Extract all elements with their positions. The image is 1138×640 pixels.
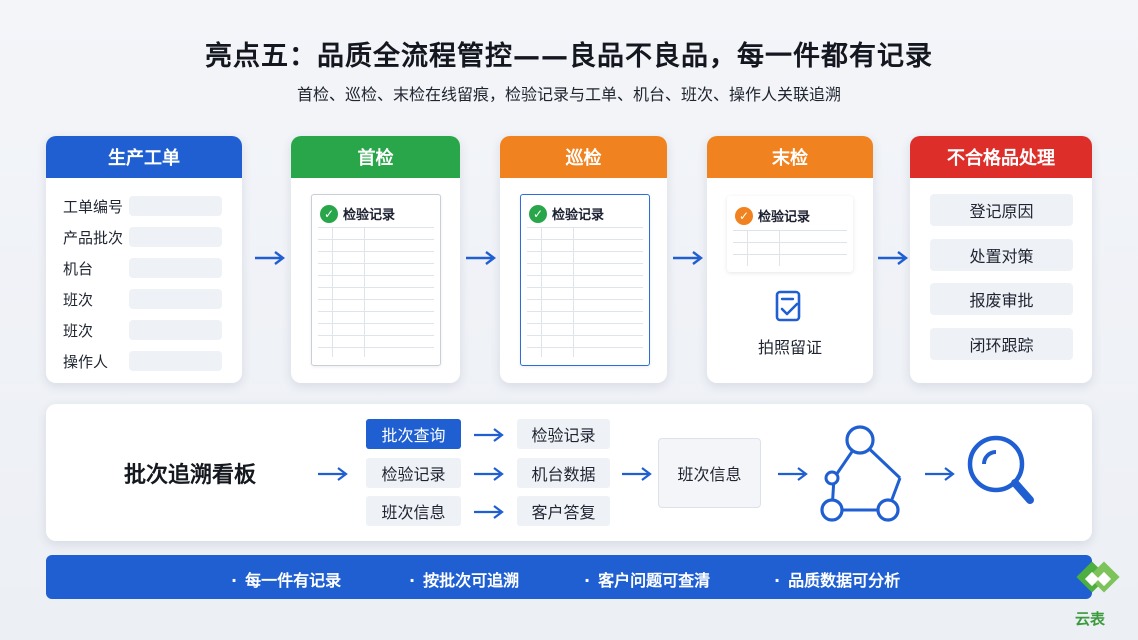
field-row: 工单编号 <box>63 195 222 217</box>
batch-query-tab[interactable]: 批次查询 <box>366 419 461 449</box>
arrow-right-icon <box>474 428 504 442</box>
disposal-measure-button[interactable]: 处置对策 <box>930 239 1073 271</box>
page-subtitle: 首检、巡检、末检在线留痕，检验记录与工单、机台、班次、操作人关联追溯 <box>296 85 841 104</box>
closed-loop-tracking-button[interactable]: 闭环跟踪 <box>930 328 1073 360</box>
arrow-right-icon <box>318 467 348 481</box>
arrow-right-icon <box>778 467 808 481</box>
field-input[interactable] <box>129 227 222 247</box>
traceability-board: 批次追溯看板 批次查询 检验记录 班次信息 检验记录 机台数据 客户答复 班次信… <box>46 404 1092 541</box>
arrow-right-icon <box>255 251 285 265</box>
field-input[interactable] <box>129 196 222 216</box>
field-row: 产品批次 <box>63 226 222 248</box>
final-inspection-header: 末检 <box>707 136 873 178</box>
check-icon: ✓ <box>529 204 547 223</box>
summary-item: ·按批次可追溯 <box>409 571 520 590</box>
register-reason-button[interactable]: 登记原因 <box>930 194 1073 226</box>
form-table <box>733 230 847 266</box>
field-label: 机台 <box>63 259 94 278</box>
field-input[interactable] <box>129 320 222 340</box>
patrol-inspection-card: 巡检 ✓ 检验记录 <box>500 136 667 383</box>
field-row: 班次 <box>63 319 222 341</box>
field-input[interactable] <box>129 289 222 309</box>
form-table <box>527 227 643 357</box>
arrow-right-icon <box>474 467 504 481</box>
field-input[interactable] <box>129 258 222 278</box>
check-icon: ✓ <box>320 204 338 223</box>
inspection-record-form[interactable]: ✓ 检验记录 <box>311 194 441 366</box>
field-label: 班次 <box>63 290 94 309</box>
summary-item: ·客户问题可查清 <box>584 571 711 590</box>
photo-document-icon[interactable] <box>773 290 807 324</box>
summary-banner: ·每一件有记录 ·按批次可追溯 ·客户问题可查清 ·品质数据可分析 <box>46 555 1092 599</box>
board-title: 批次追溯看板 <box>124 463 257 488</box>
summary-item: ·品质数据可分析 <box>774 571 901 590</box>
brand-logo-text: 云表 <box>1075 610 1106 628</box>
nonconforming-header: 不合格品处理 <box>910 136 1092 178</box>
arrow-right-icon <box>466 251 496 265</box>
first-inspection-card: 首检 ✓ 检验记录 <box>291 136 460 383</box>
inspection-record-result[interactable]: 检验记录 <box>517 419 610 449</box>
arrow-right-icon <box>474 505 504 519</box>
brand-logo-icon <box>1076 561 1120 593</box>
arrow-right-icon <box>673 251 703 265</box>
scrap-approval-button[interactable]: 报废审批 <box>930 283 1073 315</box>
field-input[interactable] <box>129 351 222 371</box>
work-order-card: 生产工单 工单编号 产品批次 机台 班次 班次 操作人 <box>46 136 242 383</box>
field-row: 班次 <box>63 288 222 310</box>
field-row: 操作人 <box>63 350 222 372</box>
field-label: 班次 <box>63 321 94 340</box>
page-title: 亮点五：品质全流程管控——良品不良品，每一件都有记录 <box>205 41 933 72</box>
shift-info-box[interactable]: 班次信息 <box>658 438 761 508</box>
field-label: 操作人 <box>63 352 109 371</box>
arrow-right-icon <box>925 467 955 481</box>
form-title: 检验记录 <box>758 210 811 225</box>
summary-item: ·每一件有记录 <box>231 571 342 590</box>
arrow-right-icon <box>622 467 652 481</box>
inspection-record-form[interactable]: ✓ 检验记录 <box>727 196 853 272</box>
form-title: 检验记录 <box>552 208 605 223</box>
first-inspection-header: 首检 <box>291 136 460 178</box>
customer-reply-result[interactable]: 客户答复 <box>517 496 610 526</box>
final-inspection-card: 末检 ✓ 检验记录 拍照留证 <box>707 136 873 383</box>
field-row: 机台 <box>63 257 222 279</box>
field-label: 产品批次 <box>63 228 124 247</box>
form-table <box>318 227 434 357</box>
machine-data-result[interactable]: 机台数据 <box>517 458 610 488</box>
network-icon <box>820 425 902 522</box>
photo-evidence-label: 拍照留证 <box>757 338 822 357</box>
inspection-record-tab[interactable]: 检验记录 <box>366 458 461 488</box>
work-order-header: 生产工单 <box>46 136 242 178</box>
shift-info-tab[interactable]: 班次信息 <box>366 496 461 526</box>
field-label: 工单编号 <box>63 197 124 216</box>
patrol-inspection-header: 巡检 <box>500 136 667 178</box>
arrow-right-icon <box>878 251 908 265</box>
form-title: 检验记录 <box>343 208 396 223</box>
inspection-record-form[interactable]: ✓ 检验记录 <box>520 194 650 366</box>
search-magnifier-icon[interactable] <box>964 432 1036 512</box>
nonconforming-card: 不合格品处理 登记原因 处置对策 报废审批 闭环跟踪 <box>910 136 1092 383</box>
check-icon: ✓ <box>735 206 753 225</box>
